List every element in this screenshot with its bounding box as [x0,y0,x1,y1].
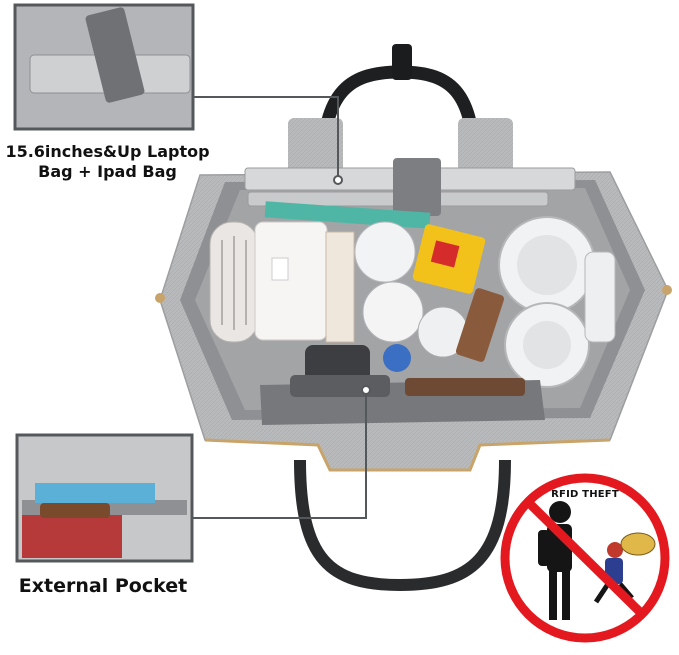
notebook [325,231,355,343]
zipper [204,438,611,472]
laptop-callout-line [193,96,339,178]
pocket-wallet [405,378,525,396]
white-jar [354,221,416,283]
pocket-callout-dot [361,385,371,395]
pocket-callout-line [192,392,367,519]
victim-figure [593,532,656,604]
tissue-pack [254,221,328,341]
headphones [498,216,596,388]
yellow-box [412,224,486,294]
handle-clip [392,44,412,80]
fan-grill [221,236,247,330]
power-bank [584,251,616,343]
blue-bottle [383,344,411,372]
rfid-theft-icon [500,473,670,643]
inset-wallet [40,503,110,518]
dark-bottle [305,345,370,383]
laptop-caption-line1: 15.6inches&Up Laptop [5,142,210,161]
prohibited-slash [524,498,646,618]
zipper-pull-right [662,285,672,295]
pocket-items [290,375,390,397]
bottom-handle [294,459,511,592]
laptop-caption-line2: Bag + Ipad Bag [38,162,177,181]
wallet [455,288,505,362]
tissue-label [271,257,289,281]
laptop-callout-dot [333,175,343,185]
laptop-strap [393,158,441,216]
zipper-pull-left [155,293,165,303]
external-pocket-caption: External Pocket [18,575,188,597]
rfid-theft-label: RFID THEFT [551,489,619,500]
inset-notebook [35,483,155,503]
jar-lid [362,281,424,343]
inset-strap [85,7,145,103]
laptop-bag-caption: 15.6inches&Up Laptop Bag + Ipad Bag [0,142,215,182]
